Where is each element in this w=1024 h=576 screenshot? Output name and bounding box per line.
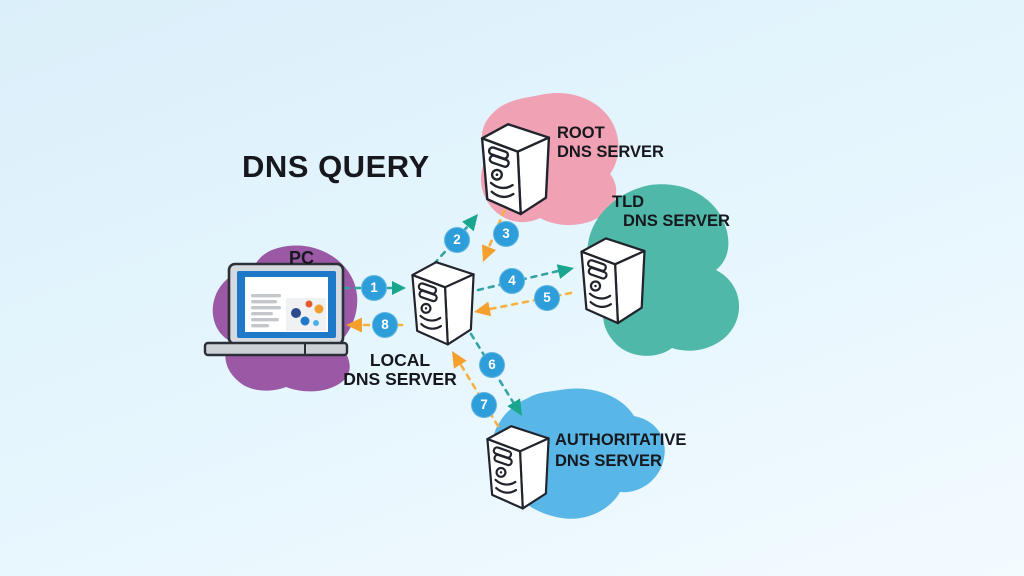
step-badge-1: 1 <box>361 275 387 301</box>
step-badge-8: 8 <box>372 312 398 338</box>
local-dns-server-icon <box>411 261 475 346</box>
local-label-line1: LOCAL <box>369 350 431 370</box>
tld-label-line1: TLD <box>612 193 645 211</box>
local-dns-server-label: LOCAL DNS SERVER <box>335 351 465 388</box>
arrowhead-8 <box>346 317 362 333</box>
root-label-line1: ROOT <box>557 124 605 142</box>
arrowhead-3 <box>482 244 496 262</box>
screen-chart <box>286 298 326 331</box>
pc-label: PC <box>289 248 315 268</box>
arrow-6-local-to-authoritative <box>469 332 515 404</box>
arrowhead-4 <box>556 264 574 279</box>
authoritative-dns-server-icon <box>486 424 550 510</box>
step-badge-5: 5 <box>534 285 560 311</box>
arrowhead-2 <box>462 214 478 232</box>
page-title: DNS QUERY <box>242 149 430 184</box>
tld-label-line2: DNS SERVER <box>623 212 730 230</box>
authoritative-label-line2: DNS SERVER <box>555 452 662 470</box>
step-badge-4: 4 <box>499 268 525 294</box>
response-arrowheads <box>346 244 496 369</box>
arrow-4-local-to-tld <box>476 269 560 292</box>
step-badge-2: 2 <box>444 227 470 253</box>
query-arrowheads <box>392 214 574 416</box>
screen-text-lines <box>251 294 281 328</box>
step-badge-6: 6 <box>479 352 505 378</box>
arrowhead-6 <box>507 398 522 416</box>
step-badge-7: 7 <box>471 392 497 418</box>
local-label-line2: DNS SERVER <box>343 368 457 389</box>
root-dns-server-icon <box>480 122 551 216</box>
step-badge-3: 3 <box>493 221 519 247</box>
laptop-icon <box>203 262 349 357</box>
tld-dns-server-icon <box>580 237 646 325</box>
arrowhead-7 <box>452 351 467 369</box>
arrowhead-1 <box>392 281 406 295</box>
authoritative-label-line1: AUTHORITATIVE <box>555 431 687 449</box>
tld-dns-server-label: TLD DNS SERVER <box>612 193 730 231</box>
authoritative-dns-server-label: AUTHORITATIVE DNS SERVER <box>555 430 686 472</box>
root-label-line2: DNS SERVER <box>557 143 664 161</box>
arrowhead-5 <box>474 301 492 317</box>
root-dns-server-label: ROOT DNS SERVER <box>557 124 664 162</box>
